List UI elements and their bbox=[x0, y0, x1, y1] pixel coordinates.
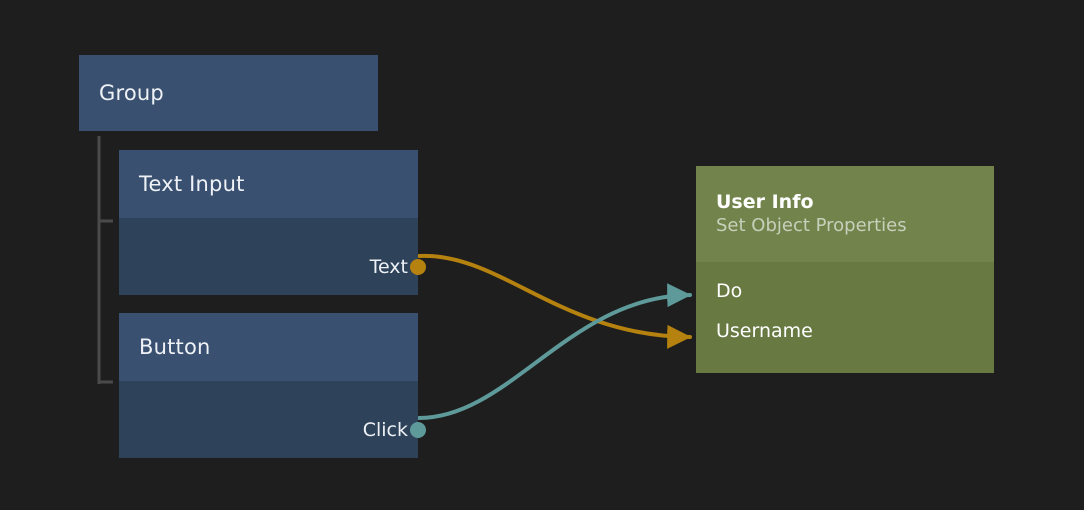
output-port-click-label: Click bbox=[362, 418, 408, 441]
node-button-body: Click bbox=[119, 381, 426, 458]
node-button-header[interactable]: Button bbox=[119, 313, 418, 381]
node-text-input-header[interactable]: Text Input bbox=[119, 150, 418, 218]
output-port-text-label: Text bbox=[369, 255, 408, 278]
output-port-click-dot-icon[interactable] bbox=[410, 422, 426, 438]
node-user-info-title: User Info bbox=[716, 190, 814, 213]
node-group-title: Group bbox=[99, 80, 164, 105]
node-text-input-body: Text bbox=[119, 218, 426, 295]
node-text-input-title: Text Input bbox=[139, 171, 245, 196]
node-user-info-subtitle: Set Object Properties bbox=[716, 214, 907, 236]
connection-text-to-username[interactable] bbox=[417, 253, 692, 349]
input-port-username[interactable]: Username bbox=[716, 321, 813, 341]
node-text-input[interactable]: Text Input Text bbox=[119, 150, 426, 295]
node-button-title: Button bbox=[139, 334, 211, 359]
input-port-do[interactable]: Do bbox=[716, 281, 742, 301]
input-port-username-label: Username bbox=[716, 319, 813, 342]
node-group-header[interactable]: Group bbox=[79, 55, 378, 131]
node-user-info-body: Do Username bbox=[696, 262, 994, 373]
node-button[interactable]: Button Click bbox=[119, 313, 426, 458]
connection-click-to-do[interactable] bbox=[417, 283, 692, 420]
output-port-text[interactable]: Text bbox=[369, 255, 426, 278]
node-user-info-header[interactable]: User Info Set Object Properties bbox=[696, 166, 994, 262]
output-port-text-dot-icon[interactable] bbox=[410, 259, 426, 275]
input-port-do-label: Do bbox=[716, 279, 743, 302]
group-children-bracket bbox=[97, 136, 113, 384]
node-group[interactable]: Group bbox=[79, 55, 378, 131]
output-port-click[interactable]: Click bbox=[362, 418, 426, 441]
node-user-info[interactable]: User Info Set Object Properties Do Usern… bbox=[696, 166, 994, 373]
